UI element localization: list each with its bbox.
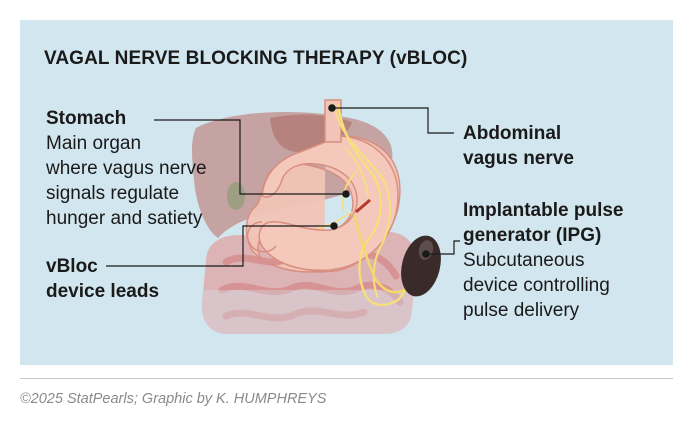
vagus-nerve-anterior	[336, 103, 416, 306]
dot-vagus	[328, 104, 336, 112]
dot-stomach	[342, 190, 350, 198]
label-stomach-line-4: hunger and satiety	[46, 208, 203, 229]
label-ipg-heading-2: generator (IPG)	[463, 225, 602, 246]
nerve-branches	[317, 147, 369, 229]
label-stomach-heading: Stomach	[46, 108, 127, 129]
label-ipg-heading-1: Implantable pulse	[463, 200, 624, 221]
footer-divider	[20, 378, 673, 379]
vagus-nerve-posterior	[333, 103, 392, 299]
credit-text: ©2025 StatPearls; Graphic by K. HUMPHREY…	[20, 391, 327, 407]
label-leads-line-1: vBloc	[46, 256, 98, 277]
label-leads-line-2: device leads	[46, 281, 160, 302]
callout-vagus	[332, 107, 454, 134]
duodenum	[246, 221, 277, 253]
diagram-title: VAGAL NERVE BLOCKING THERAPY (vBLOC)	[44, 48, 468, 69]
label-ipg-line-2: device controlling	[463, 275, 610, 296]
label-ipg-line-3: pulse delivery	[463, 300, 580, 321]
label-stomach-line-3: signals regulate	[46, 183, 180, 204]
dot-leads	[330, 222, 338, 230]
callout-stomach	[154, 119, 346, 195]
label-ipg-line-1: Subcutaneous	[463, 250, 585, 271]
label-ipg: Implantable pulse generator (IPG) Subcut…	[463, 198, 623, 323]
label-leads: vBloc device leads	[46, 254, 159, 304]
fade-overlay	[190, 290, 430, 350]
callout-ipg	[426, 240, 460, 255]
lead-electrode	[355, 198, 371, 214]
dot-ipg	[422, 250, 430, 258]
label-stomach-line-2: where vagus nerve	[46, 158, 207, 179]
label-vagus: Abdominal vagus nerve	[463, 121, 574, 171]
label-vagus-line-2: vagus nerve	[463, 148, 574, 169]
gallbladder	[227, 182, 245, 210]
label-vagus-line-1: Abdominal	[463, 123, 562, 144]
label-stomach: Stomach Main organ where vagus nerve sig…	[46, 106, 207, 231]
label-stomach-line-1: Main organ	[46, 133, 142, 154]
callout-leads	[106, 225, 334, 267]
